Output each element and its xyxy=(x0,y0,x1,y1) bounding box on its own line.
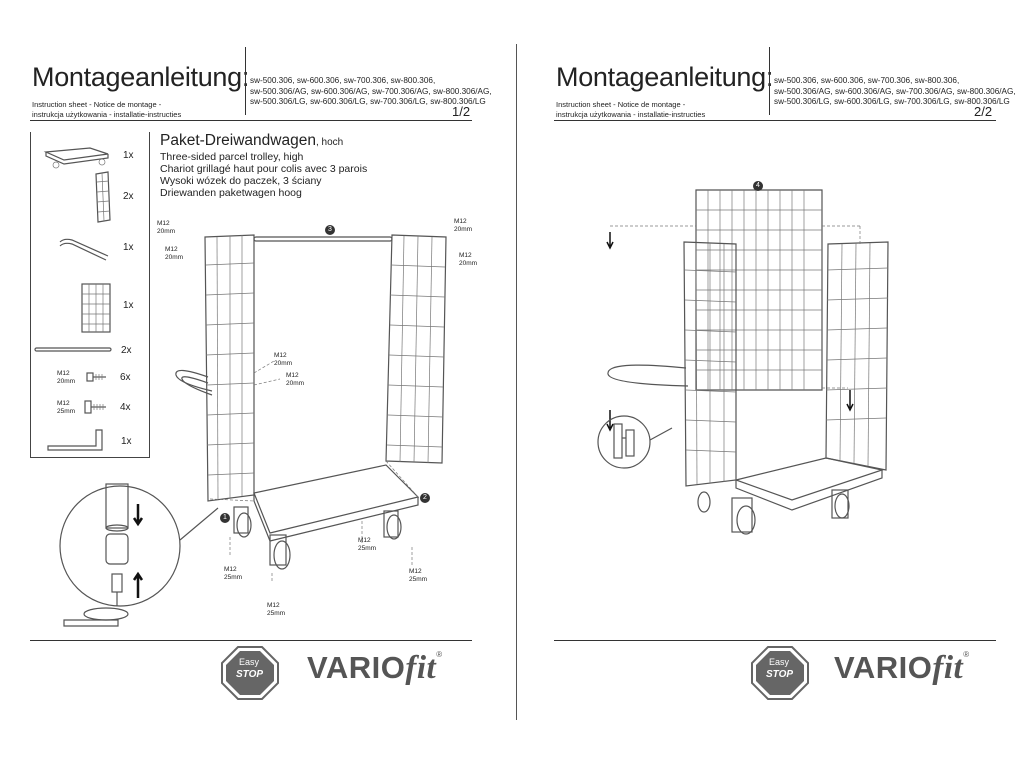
part-qty: 1x xyxy=(123,242,134,253)
instruction-page-1: Montageanleitung: Instruction sheet - No… xyxy=(30,47,492,700)
part-qty: 1x xyxy=(123,150,134,161)
part-qty: 2x xyxy=(123,191,134,202)
bolt-icon xyxy=(84,400,106,414)
page-title: Montageanleitung: xyxy=(556,62,774,92)
model-line: sw-500.306, sw-600.306, sw-700.306, sw-8… xyxy=(774,76,960,85)
wheel-bolt-detail xyxy=(59,483,219,627)
easy-stop-text: STOP xyxy=(766,669,794,680)
step-marker-2 xyxy=(420,493,430,503)
step-number: 3 xyxy=(328,226,332,233)
step-number: 4 xyxy=(756,182,760,189)
latch-detail xyxy=(597,415,673,469)
product-title-nl: Driewanden paketwagen hoog xyxy=(160,187,302,199)
part-qty: 2x xyxy=(121,345,132,356)
model-line: sw-500.306/LG, sw-600.306/LG, sw-700.306… xyxy=(774,97,1010,106)
header-rule xyxy=(554,120,996,121)
model-line: sw-500.306/LG, sw-600.306/LG, sw-700.306… xyxy=(250,97,486,106)
header-rule xyxy=(30,120,472,121)
easy-stop-logo xyxy=(221,646,279,700)
model-line: sw-500.306/AG, sw-600.306/AG, sw-700.306… xyxy=(250,86,492,96)
trolley-base-icon xyxy=(43,147,109,169)
side-mesh-panel-icon xyxy=(95,171,111,223)
variofit-logo: VARIOfit® xyxy=(834,650,970,686)
product-title-fr: Chariot grillagé haut pour colis avec 3 … xyxy=(160,163,368,175)
step-number: 1 xyxy=(223,514,227,521)
footer-rule xyxy=(554,640,996,641)
step-marker-3 xyxy=(325,225,335,235)
easy-stop-logo xyxy=(751,646,809,700)
page-subtitle-1: Instruction sheet - Notice de montage - xyxy=(556,100,686,109)
footer-rule xyxy=(30,640,472,641)
part-qty: 6x xyxy=(120,372,131,383)
page-subtitle-2: instrukcja użytkowania - installatie-ins… xyxy=(556,110,706,119)
page-title: Montageanleitung: xyxy=(32,62,250,92)
page-divider xyxy=(516,44,517,720)
cross-bar-icon xyxy=(34,347,112,352)
parts-list-box xyxy=(30,132,150,458)
product-title-pl: Wysoki wózek do paczek, 3 ściany xyxy=(160,175,322,187)
model-list: sw-500.306, sw-600.306, sw-700.306, sw-8… xyxy=(250,76,492,108)
page-subtitle-2: instrukcja użytkowania - installatie-ins… xyxy=(32,110,182,119)
product-title-en: Three-sided parcel trolley, high xyxy=(160,151,304,163)
allen-key-icon xyxy=(47,429,103,451)
model-list: sw-500.306, sw-600.306, sw-700.306, sw-8… xyxy=(774,76,1016,108)
variofit-logo: VARIOfit® xyxy=(307,650,443,686)
step-number: 2 xyxy=(423,494,427,501)
model-line: sw-500.306/AG, sw-600.306/AG, sw-700.306… xyxy=(774,86,1016,96)
page-number: 1/2 xyxy=(452,104,471,119)
easy-stop-text: Easy xyxy=(769,657,790,667)
page-subtitle-1: Instruction sheet - Notice de montage - xyxy=(32,100,162,109)
part-qty: 4x xyxy=(120,402,131,413)
step-marker-1 xyxy=(220,513,230,523)
back-mesh-panel-icon xyxy=(81,283,111,333)
push-handle-icon xyxy=(59,238,109,261)
header-separator xyxy=(769,47,770,115)
easy-stop-text: STOP xyxy=(236,669,264,680)
page-number: 2/2 xyxy=(974,104,993,119)
part-qty: 1x xyxy=(123,300,134,311)
back-panel-assembly-diagram xyxy=(606,189,889,535)
model-line: sw-500.306, sw-600.306, sw-700.306, sw-8… xyxy=(250,76,436,85)
easy-stop-text: Easy xyxy=(239,657,260,667)
header-separator xyxy=(245,47,246,115)
product-title: Paket-Dreiwandwagen, hoch xyxy=(160,132,344,149)
bolt-icon xyxy=(86,372,106,382)
trolley-assembly-diagram xyxy=(175,234,447,583)
instruction-page-2: Montageanleitung: Instruction sheet - No… xyxy=(512,0,1024,768)
part-qty: 1x xyxy=(121,436,132,447)
step-marker-4 xyxy=(753,181,763,191)
